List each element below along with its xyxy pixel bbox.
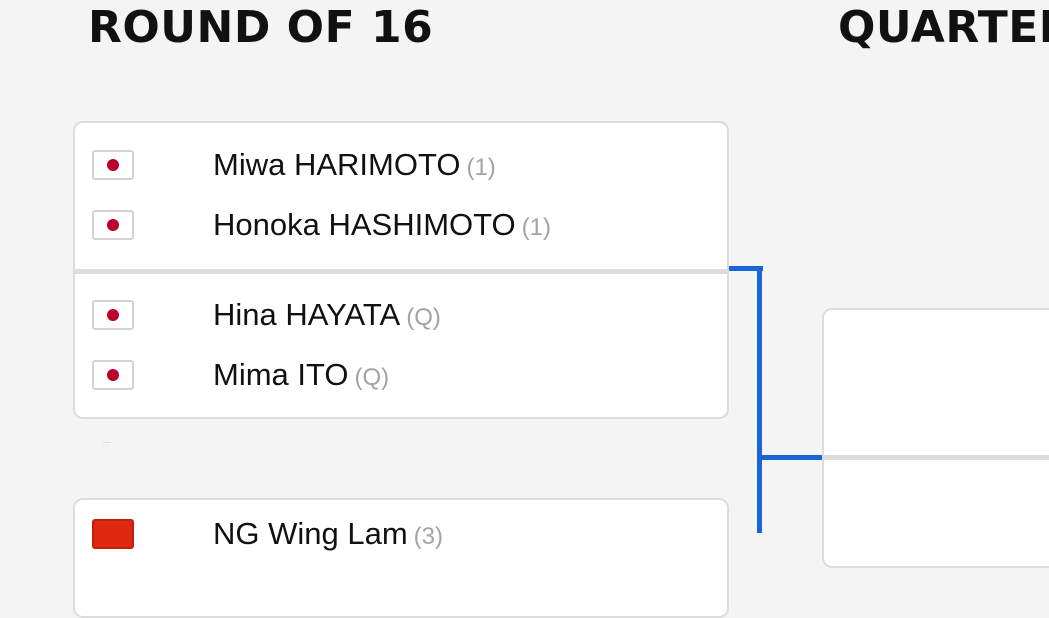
team-pair[interactable]: Hina HAYATA(Q) Mima ITO(Q) — [75, 269, 727, 417]
player-name: NG Wing Lam — [213, 516, 408, 551]
divider-tick — [103, 442, 111, 443]
japan-flag-icon — [92, 150, 134, 180]
bracket-connector — [757, 455, 824, 460]
player-name: Miwa HARIMOTO — [213, 147, 461, 182]
japan-flag-icon — [92, 300, 134, 330]
player-name: Hina HAYATA — [213, 297, 401, 332]
player-row: Hina HAYATA(Q) — [75, 295, 727, 335]
round-of-16-title: ROUND OF 16 — [88, 2, 434, 53]
japan-flag-icon — [92, 360, 134, 390]
player-row: NG Wing Lam(3) — [75, 514, 727, 554]
match-card[interactable]: Miwa HARIMOTO(1) Honoka HASHIMOTO(1) Hin… — [73, 121, 729, 419]
team-pair[interactable]: Miwa HARIMOTO(1) Honoka HASHIMOTO(1) — [75, 123, 727, 269]
quarterfinal-title: QUARTER — [838, 2, 1049, 53]
player-seed: (Q) — [406, 304, 441, 331]
quarterfinal-match-card[interactable] — [822, 308, 1049, 568]
match-divider — [824, 455, 1049, 460]
bracket-connector — [757, 266, 762, 533]
match-card[interactable]: NG Wing Lam(3) — [73, 498, 729, 618]
player-row: Honoka HASHIMOTO(1) — [75, 205, 727, 245]
flag-icon — [92, 519, 134, 549]
player-row: Mima ITO(Q) — [75, 355, 727, 395]
player-name: Mima ITO — [213, 357, 349, 392]
player-seed: (Q) — [354, 364, 390, 391]
japan-flag-icon — [92, 210, 134, 240]
player-seed: (1) — [466, 154, 496, 181]
bracket-connector — [729, 266, 763, 271]
player-seed: (3) — [413, 523, 444, 550]
player-row: Miwa HARIMOTO(1) — [75, 145, 727, 185]
player-name: Honoka HASHIMOTO — [213, 207, 516, 242]
player-seed: (1) — [521, 214, 551, 241]
team-pair[interactable]: NG Wing Lam(3) — [75, 500, 727, 616]
